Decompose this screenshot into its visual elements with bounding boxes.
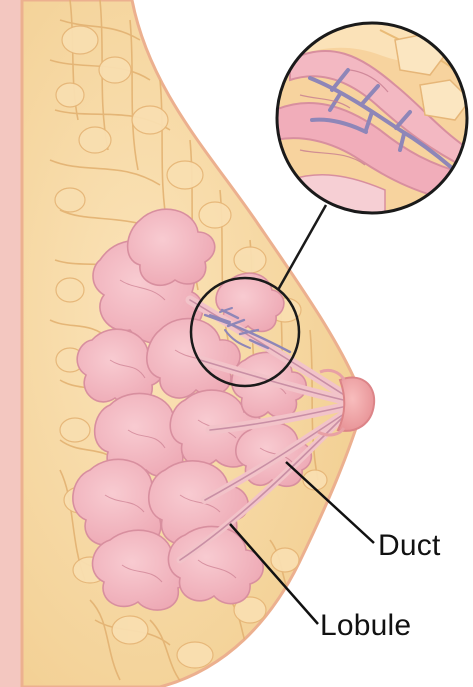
duct-label: Duct	[378, 529, 441, 562]
lobule-label: Lobule	[320, 609, 411, 642]
